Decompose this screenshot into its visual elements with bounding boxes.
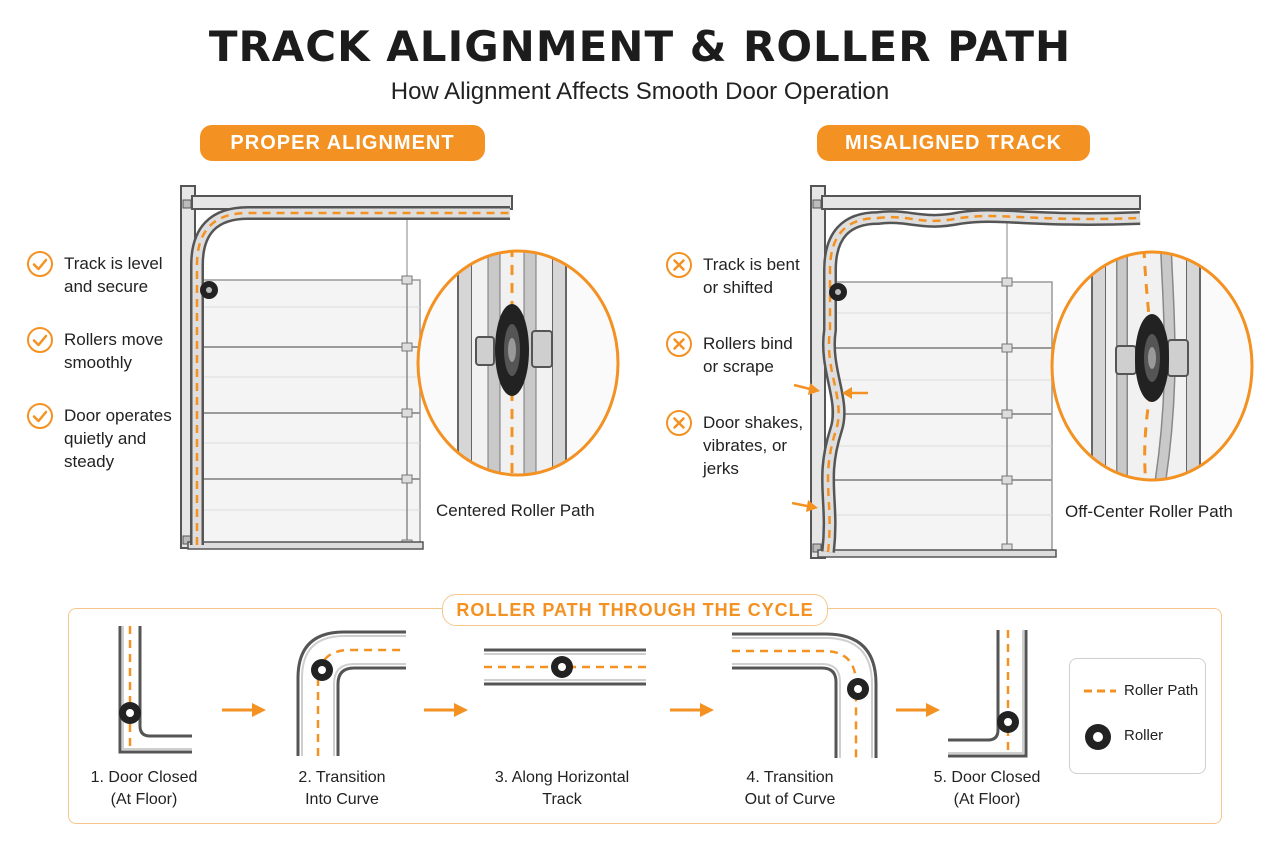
- misaligned-item-text: Door shakes, vibrates, or jerks: [703, 413, 804, 478]
- centered-roller-zoom: [416, 249, 620, 477]
- arrow-left-icon: [842, 387, 868, 399]
- page-subtitle: How Alignment Affects Smooth Door Operat…: [390, 78, 890, 105]
- x-circle-icon: [666, 331, 692, 357]
- arrow-right-icon: [793, 383, 820, 395]
- check-circle-icon: [27, 251, 53, 277]
- step-1-label: 1. Door Closed (At Floor): [90, 769, 198, 808]
- misaligned-track-heading: MISALIGNED TRACK: [817, 125, 1090, 161]
- misaligned-item-2: Rollers bind or scrape: [665, 331, 793, 378]
- arrow-right-icon: [896, 703, 940, 717]
- cycle-heading: ROLLER PATH THROUGH THE CYCLE: [442, 594, 828, 626]
- proper-item-text: Rollers move smoothly: [64, 330, 164, 372]
- off-center-roller-zoom: [1050, 250, 1254, 482]
- arrow-right-icon: [222, 703, 266, 717]
- roller-legend-icon: [1085, 724, 1111, 750]
- step-2-label: 2. Transition Into Curve: [298, 769, 386, 808]
- legend: [1069, 658, 1206, 774]
- page-title: TRACK ALIGNMENT & ROLLER PATH: [208, 22, 1072, 71]
- misaligned-item-1: Track is bent or shifted: [665, 252, 800, 299]
- step-4-label: 4. Transition Out of Curve: [744, 769, 836, 808]
- proper-item-2: Rollers move smoothly: [26, 327, 164, 374]
- legend-roller-label: Roller: [1124, 727, 1164, 744]
- misaligned-caption: Off-Center Roller Path: [1065, 502, 1233, 521]
- check-circle-icon: [27, 403, 53, 429]
- proper-item-text: Track is level and secure: [64, 254, 163, 296]
- arrow-right-icon: [424, 703, 468, 717]
- arrow-right-icon: [791, 500, 818, 512]
- step-4-diagram: [732, 632, 878, 758]
- arrow-right-icon: [670, 703, 714, 717]
- step-3-label: 3. Along Horizontal Track: [494, 769, 630, 808]
- step-2-diagram: [296, 630, 406, 756]
- proper-item-1: Track is level and secure: [26, 251, 163, 298]
- x-circle-icon: [666, 252, 692, 278]
- misaligned-door-diagram: [791, 185, 1141, 559]
- legend-path-label: Roller Path: [1124, 682, 1199, 699]
- step-5-label: 5. Door Closed (At Floor): [933, 769, 1041, 808]
- proper-item-text: Door operates quietly and steady: [64, 406, 172, 471]
- misaligned-item-3: Door shakes, vibrates, or jerks: [665, 410, 804, 480]
- step-1-diagram: [118, 626, 192, 754]
- proper-alignment-heading: PROPER ALIGNMENT: [200, 125, 485, 161]
- step-5-diagram: [948, 630, 1028, 758]
- proper-item-3: Door operates quietly and steady: [26, 403, 172, 473]
- proper-door-diagram: [180, 185, 513, 550]
- check-circle-icon: [27, 327, 53, 353]
- misaligned-item-text: Track is bent or shifted: [703, 255, 800, 297]
- misaligned-item-text: Rollers bind or scrape: [703, 334, 793, 376]
- x-circle-icon: [666, 410, 692, 436]
- proper-caption: Centered Roller Path: [436, 501, 595, 520]
- step-3-diagram: [484, 648, 646, 686]
- roller-path-legend-swatch: [1084, 689, 1116, 693]
